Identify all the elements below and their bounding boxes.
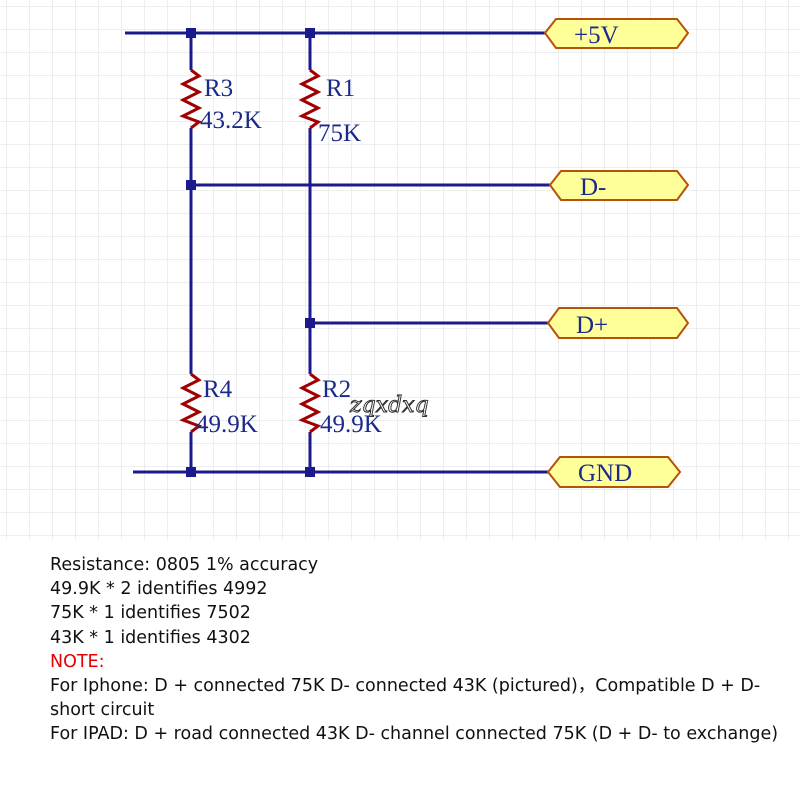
port-dminus-label: D- [580,174,606,201]
r2-name: R2 [322,376,351,403]
resistor-r2-symbol [298,372,322,434]
port-gnd-flag [546,456,682,488]
resistor-r3-symbol [179,68,203,130]
junction-dot [186,467,196,477]
port-dplus: D+ [546,307,690,339]
junction-dot [186,180,196,190]
r4-name: R4 [203,376,233,403]
junction-dot [305,318,315,328]
wires [125,31,550,474]
note-heading: NOTE: [50,651,105,672]
notes-block: Resistance: 0805 1% accuracy 49.9K * 2 i… [50,553,790,747]
r3-name: R3 [204,75,233,102]
port-dminus-flag [548,170,690,201]
note-iphone-cont: short circuit [50,700,155,721]
port-gnd-label: GND [578,460,632,487]
junctions [186,28,315,477]
r1-value: 75K [318,120,361,147]
r1-name: R1 [326,75,355,102]
port-vplus: +5V [543,18,690,49]
port-vplus-flag [543,18,690,49]
note-75k: 75K * 1 identifies 7502 [50,603,251,624]
port-dminus: D- [548,170,690,201]
junction-dot [305,467,315,477]
resistor-r1-symbol [298,68,322,130]
junction-dot [186,28,196,38]
note-resistance: Resistance: 0805 1% accuracy [50,555,319,575]
r3-value: 43.2K [200,107,262,134]
port-dplus-label: D+ [576,312,608,339]
note-49k: 49.9K * 2 identifies 4992 [50,579,268,600]
r2-value: 49.9K [320,411,382,438]
resistor-r4-symbol [179,372,203,434]
port-vplus-label: +5V [574,22,619,49]
usb-charger-schematic: R3 43.2K R1 75K R4 49.9K R2 49.9K zqxdxq… [0,0,800,540]
r4-value: 49.9K [196,411,258,438]
port-gnd: GND [546,456,682,488]
note-iphone: For Iphone: D + connected 75K D- connect… [50,676,761,697]
note-43k: 43K * 1 identifies 4302 [50,627,251,648]
grid-background [0,0,800,540]
junction-dot [305,28,315,38]
resistor-symbols [179,68,322,434]
watermark-text: zqxdxq [349,393,429,418]
port-dplus-flag [546,307,690,339]
note-ipad: For IPAD: D + road connected 43K D- chan… [50,724,779,745]
